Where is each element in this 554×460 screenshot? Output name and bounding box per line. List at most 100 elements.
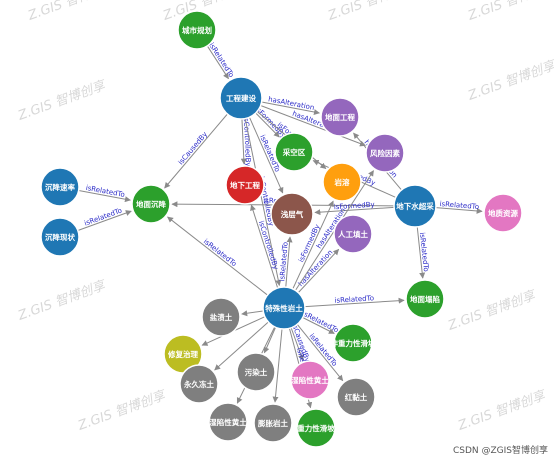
node-circle[interactable] (225, 165, 265, 205)
edge-line (285, 236, 293, 288)
node-circle[interactable] (333, 214, 373, 254)
edge-line (261, 101, 320, 115)
node-label: 污染土 (245, 367, 268, 377)
credit-text: CSDN @ZGIS智博创享 (452, 446, 548, 456)
node-circle[interactable] (483, 193, 523, 233)
edge-line (435, 207, 483, 214)
watermark-text: Z.GIS 智博创享 (75, 387, 169, 434)
node-circle[interactable] (201, 297, 241, 337)
graph-node-karst[interactable]: 岩溶 (322, 162, 362, 202)
watermark-text: Z.GIS 智博创享 (455, 387, 549, 434)
node-circle[interactable] (365, 133, 405, 173)
edge-line (167, 216, 268, 296)
edge-line (241, 310, 264, 317)
graph-node-shallowgas[interactable]: 浅层气 (270, 192, 314, 236)
graph-node-special[interactable]: 特殊性岩土 (262, 286, 306, 330)
node-label: 非重力性滑坡 (331, 338, 376, 348)
graph-node-permafrost[interactable]: 永久冻土 (179, 364, 219, 404)
graph-node-expansive[interactable]: 膨胀岩土 (253, 403, 293, 443)
node-circle[interactable] (393, 184, 437, 228)
watermark-text: Z.GIS 智博创享 (15, 277, 109, 324)
node-circle[interactable] (322, 162, 362, 202)
graph-node-collapse[interactable]: 地面塌陷 (405, 279, 445, 319)
node-label: 采空区 (282, 147, 306, 157)
graph-node-geoeng[interactable]: 地面工程 (320, 97, 360, 137)
node-label: 风险因素 (370, 148, 400, 158)
watermark-text: Z.GIS 智博创享 (325, 0, 419, 24)
node-label: 永久冻土 (183, 379, 214, 389)
node-circle[interactable] (40, 167, 80, 207)
graph-node-fill[interactable]: 人工填土 (333, 214, 373, 254)
node-circle[interactable] (336, 377, 376, 417)
node-label: 地面沉降 (136, 199, 166, 209)
node-circle[interactable] (290, 360, 330, 400)
node-label: 地面塌陷 (410, 294, 440, 304)
node-circle[interactable] (40, 217, 80, 257)
edge-label: isRelatedTo (207, 41, 235, 79)
edge-label: isRelatedTo (85, 184, 125, 199)
edge-line (304, 297, 405, 308)
graph-node-saline[interactable]: 盐渍土 (201, 297, 241, 337)
graph-node-collapsible[interactable]: 湿陷性黄土 (290, 360, 330, 400)
node-circle[interactable] (208, 402, 248, 442)
node-circle[interactable] (219, 76, 263, 120)
node-label: 地质资源 (488, 208, 518, 218)
edge-line (244, 118, 282, 287)
node-label: 工程建设 (226, 93, 256, 103)
node-label: 膨胀岩土 (257, 418, 288, 428)
node-circle[interactable] (270, 192, 314, 236)
edge-line (260, 105, 366, 147)
edge-line (164, 113, 228, 189)
edge-label: isFormedBy (334, 201, 375, 212)
edge-line (272, 328, 283, 403)
graph-node-urban[interactable]: 城市规划 (177, 10, 217, 50)
edge-label: isRelatedTo (439, 200, 479, 211)
graph-node-risk[interactable]: 风险因素 (365, 133, 405, 173)
graph-node-geores[interactable]: 地质资源 (483, 193, 523, 233)
node-circle[interactable] (253, 403, 293, 443)
node-circle[interactable] (177, 10, 217, 50)
node-circle[interactable] (405, 279, 445, 319)
edge-label: isRelatedTo (202, 238, 238, 269)
graph-node-gravslide[interactable]: 重力性滑坡 (296, 408, 336, 448)
edge-line (290, 327, 304, 361)
graph-node-eng[interactable]: 工程建设 (219, 76, 263, 120)
node-circle[interactable] (274, 132, 314, 172)
graph-node-goaf[interactable]: 采空区 (274, 132, 314, 172)
graph-node-wetloess[interactable]: 湿陷性黄土 (208, 402, 248, 442)
edge-label: isRelatedTo (278, 242, 289, 282)
node-label: 修复治理 (167, 349, 198, 359)
node-circle[interactable] (179, 364, 219, 404)
edge-label: isRelatedTo (334, 294, 374, 305)
node-circle[interactable] (262, 286, 306, 330)
edge-label: isRelatedTo (301, 309, 340, 334)
edge-label: isCausedBy (177, 130, 209, 166)
node-label: 重力性滑坡 (297, 423, 335, 433)
watermark-text: Z.GIS 智博创享 (15, 77, 109, 124)
graph-node-rate[interactable]: 沉降速率 (40, 167, 80, 207)
graph-node-gw[interactable]: 地下水超采 (393, 184, 437, 228)
graph-node-settle[interactable]: 地面沉降 (131, 184, 171, 224)
node-label: 城市规划 (182, 25, 212, 35)
edge-label: isControlledBy (242, 116, 252, 167)
edge-label: isRelatedTo (83, 207, 123, 228)
node-label: 红黏土 (345, 392, 368, 402)
watermark-text: Z.GIS 智博创享 (25, 0, 119, 24)
graph-node-redclay[interactable]: 红黏土 (336, 377, 376, 417)
node-label: 沉降现状 (45, 232, 75, 242)
node-label: 地下工程 (230, 180, 260, 190)
node-circle[interactable] (131, 184, 171, 224)
node-circle[interactable] (333, 323, 373, 363)
node-circle[interactable] (296, 408, 336, 448)
edge-line (297, 248, 340, 293)
graph-node-polluted[interactable]: 污染土 (236, 352, 276, 392)
graph-node-underground[interactable]: 地下工程 (225, 165, 265, 205)
edge-line (255, 112, 280, 138)
node-circle[interactable] (320, 97, 360, 137)
node-label: 地下水超采 (396, 201, 434, 211)
node-circle[interactable] (236, 352, 276, 392)
graph-node-gravity[interactable]: 非重力性滑坡 (331, 323, 376, 363)
edge-line (263, 327, 277, 354)
graph-node-status[interactable]: 沉降现状 (40, 217, 80, 257)
